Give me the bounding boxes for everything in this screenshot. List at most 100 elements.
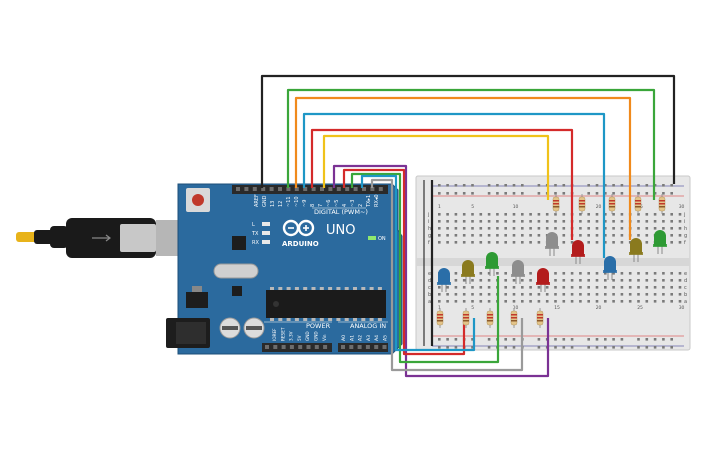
power-pin-label: RESET bbox=[280, 327, 285, 341]
row-letter: h bbox=[428, 226, 431, 232]
row-letter: e bbox=[428, 271, 431, 277]
analog-pin-header[interactable] bbox=[338, 343, 388, 352]
power-pin-label: Vin bbox=[322, 334, 327, 341]
led[interactable] bbox=[461, 260, 475, 284]
resistor[interactable] bbox=[510, 308, 518, 328]
row-letter: i bbox=[428, 219, 429, 225]
power-pin-label: IOREF bbox=[272, 328, 277, 341]
status-led bbox=[262, 231, 270, 235]
resistor[interactable] bbox=[486, 308, 494, 328]
row-letter: f bbox=[428, 240, 430, 246]
jumper-wire[interactable] bbox=[302, 112, 606, 258]
voltage-regulator bbox=[186, 292, 208, 308]
status-led-label: RX bbox=[252, 240, 259, 246]
resistor[interactable] bbox=[462, 308, 470, 328]
digital-pin-header[interactable] bbox=[232, 185, 388, 194]
atmega-chip bbox=[266, 290, 386, 318]
row-letter: j bbox=[427, 212, 429, 218]
resistor[interactable] bbox=[436, 308, 444, 328]
crystal-oscillator bbox=[213, 263, 259, 279]
board-name: UNO bbox=[326, 223, 355, 238]
on-label: ON bbox=[378, 236, 386, 242]
usb-cable[interactable] bbox=[16, 218, 182, 258]
resistor[interactable] bbox=[578, 194, 586, 214]
column-number: 10 bbox=[513, 305, 519, 311]
usb-chip bbox=[232, 236, 246, 250]
led[interactable] bbox=[536, 268, 550, 292]
column-number: 5 bbox=[471, 204, 474, 210]
digital-pin-label: 4 bbox=[342, 204, 348, 207]
analog-pin-label: A0 bbox=[341, 335, 347, 341]
jumper-wire[interactable] bbox=[294, 96, 632, 240]
digital-pin-label: ~5 bbox=[334, 200, 340, 207]
row-letter: d bbox=[684, 278, 687, 284]
resistor[interactable] bbox=[658, 194, 666, 214]
reset-button[interactable] bbox=[192, 194, 204, 206]
analog-pin-label: A2 bbox=[358, 335, 364, 341]
row-letter: b bbox=[428, 292, 431, 298]
led[interactable] bbox=[653, 230, 667, 254]
digital-pin-label: GND bbox=[262, 195, 268, 207]
row-letter: c bbox=[428, 285, 431, 291]
jumper-wire[interactable] bbox=[342, 168, 466, 356]
status-led bbox=[262, 240, 270, 244]
digital-pin-label: TX▸1 bbox=[366, 195, 372, 208]
column-number: 25 bbox=[637, 305, 643, 311]
led[interactable] bbox=[485, 252, 499, 276]
digital-pin-label: 12 bbox=[278, 201, 284, 207]
wires[interactable] bbox=[260, 74, 676, 378]
row-letter: b bbox=[684, 292, 687, 298]
analog-pin-label: A4 bbox=[374, 335, 380, 341]
row-letter: g bbox=[428, 233, 431, 239]
resistor[interactable] bbox=[634, 194, 642, 214]
jumper-wire[interactable] bbox=[370, 178, 524, 372]
power-pin-label: 5V bbox=[297, 335, 302, 341]
power-led bbox=[368, 236, 376, 240]
digital-pin-label: 2 bbox=[358, 204, 364, 207]
analog-pin-label: A5 bbox=[383, 335, 389, 341]
led[interactable] bbox=[603, 256, 617, 280]
led[interactable] bbox=[629, 238, 643, 262]
row-letter: c bbox=[684, 285, 687, 291]
power-pin-label: GND bbox=[314, 331, 319, 341]
jumper-wire[interactable] bbox=[286, 88, 656, 200]
power-pin-label: GND bbox=[305, 331, 310, 341]
row-letter: h bbox=[684, 226, 687, 232]
jumper-wire[interactable] bbox=[332, 164, 550, 378]
column-number: 20 bbox=[596, 305, 602, 311]
status-led-label: TX bbox=[251, 231, 259, 237]
analog-pin-label: A1 bbox=[349, 335, 355, 341]
jumper-wire[interactable] bbox=[360, 174, 476, 352]
column-number: 20 bbox=[596, 204, 602, 210]
jumper-wire[interactable] bbox=[310, 128, 574, 240]
digital-pin-label: RX◂0 bbox=[374, 194, 380, 207]
row-letter: g bbox=[684, 233, 687, 239]
analog-label: ANALOG IN bbox=[350, 322, 386, 330]
row-letter: f bbox=[684, 240, 686, 246]
power-pin-label: 3.3V bbox=[289, 331, 294, 341]
led[interactable] bbox=[511, 260, 525, 284]
row-letter: e bbox=[684, 271, 687, 277]
led[interactable] bbox=[437, 268, 451, 292]
jumper-wire[interactable] bbox=[350, 172, 500, 364]
led[interactable] bbox=[545, 232, 559, 256]
digital-pin-label: 8 bbox=[310, 204, 316, 207]
resistor[interactable] bbox=[536, 308, 544, 328]
jumper-wire[interactable] bbox=[260, 74, 676, 188]
resistor[interactable] bbox=[552, 194, 560, 214]
resistor[interactable] bbox=[608, 194, 616, 214]
jumper-wire[interactable] bbox=[322, 134, 550, 200]
row-letter: a bbox=[684, 299, 687, 305]
row-letter: d bbox=[428, 278, 431, 284]
power-pin-header[interactable] bbox=[262, 343, 332, 352]
column-number: 5 bbox=[471, 305, 474, 311]
column-number: 10 bbox=[513, 204, 519, 210]
digital-pin-label: ~10 bbox=[294, 196, 300, 207]
status-led-label: L bbox=[252, 222, 255, 228]
brand-label: ARDUINO bbox=[282, 240, 319, 248]
led[interactable] bbox=[571, 240, 585, 264]
status-led bbox=[262, 222, 270, 226]
arduino-logo bbox=[282, 219, 315, 237]
